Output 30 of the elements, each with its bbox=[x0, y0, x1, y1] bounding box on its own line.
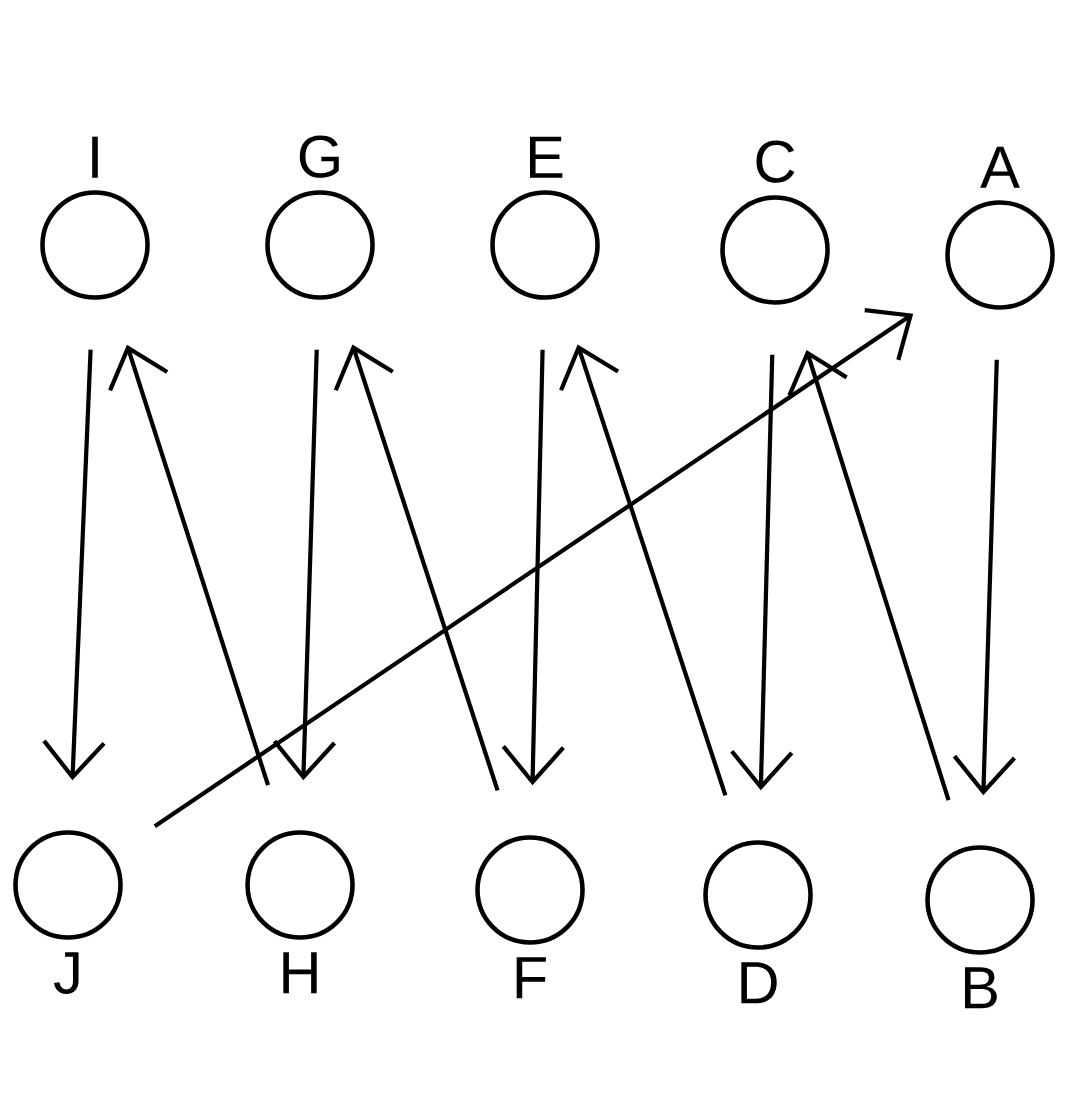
arrow bbox=[559, 344, 728, 797]
arrow bbox=[952, 359, 1016, 796]
node-label: A bbox=[980, 146, 1020, 188]
arrow bbox=[108, 344, 271, 786]
node-label: D bbox=[741, 962, 777, 1004]
node-label: J bbox=[54, 952, 79, 994]
node-label: F bbox=[516, 957, 546, 999]
circle-node: E bbox=[490, 136, 600, 300]
node-label: H bbox=[283, 952, 317, 994]
arrow bbox=[501, 349, 565, 786]
node-label: G bbox=[299, 135, 339, 178]
circle-node: F bbox=[475, 835, 585, 999]
arrow bbox=[272, 349, 336, 781]
arrow bbox=[333, 344, 500, 791]
circle-node: H bbox=[245, 830, 355, 994]
circle-node: B bbox=[925, 845, 1035, 1009]
circle-node: I bbox=[40, 136, 150, 300]
node-label: I bbox=[92, 136, 98, 178]
arrow bbox=[730, 354, 794, 791]
arrow bbox=[42, 349, 106, 781]
circle-node: D bbox=[703, 840, 813, 1004]
circle-node: G bbox=[265, 135, 375, 300]
node-label: E bbox=[530, 136, 563, 178]
circle-node: C bbox=[720, 140, 830, 305]
arrow bbox=[787, 349, 951, 801]
node-label: B bbox=[965, 967, 997, 1009]
arrow bbox=[153, 308, 914, 829]
circle-node: A bbox=[945, 146, 1055, 310]
node-label: C bbox=[756, 140, 795, 183]
circle-node: J bbox=[13, 830, 123, 994]
